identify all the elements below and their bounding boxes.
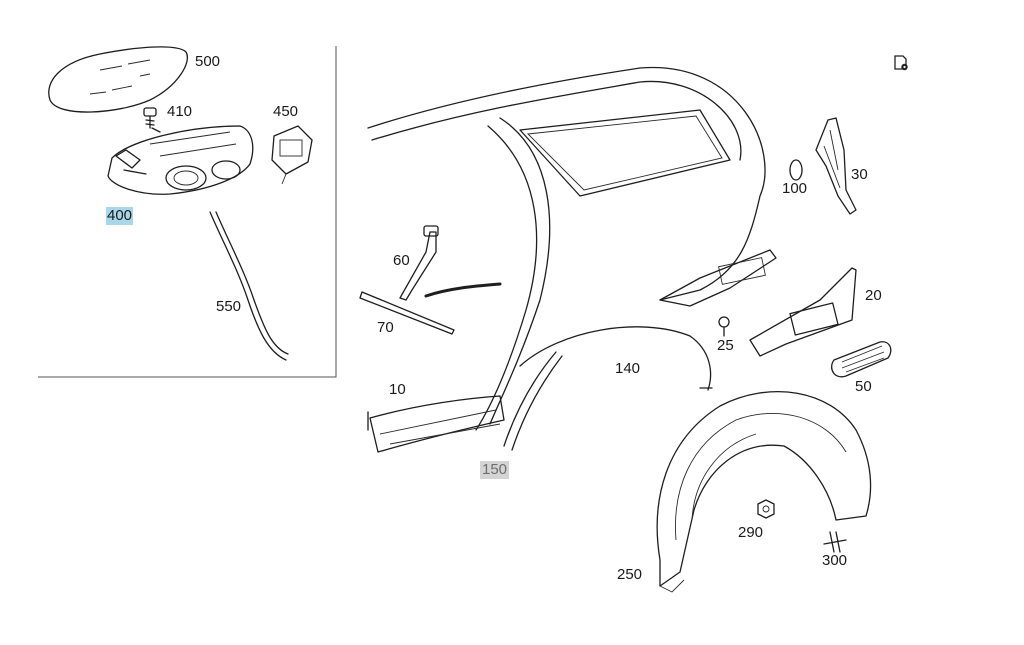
part-10-side-panel [367, 66, 766, 453]
label-25: 25 [717, 337, 734, 354]
part-50-vent [831, 341, 892, 378]
document-settings-icon[interactable] [892, 54, 910, 72]
label-400: 400 [106, 207, 134, 225]
label-550: 550 [216, 298, 242, 315]
label-20: 20 [865, 287, 882, 304]
label-50: 50 [855, 378, 872, 395]
label-300: 300 [822, 552, 848, 569]
part-250-wheel-liner [656, 390, 872, 593]
label-70: 70 [377, 319, 394, 336]
label-290: 290 [738, 524, 764, 541]
part-410-screw [143, 107, 161, 133]
label-30: 30 [851, 166, 868, 183]
part-300-clip [823, 531, 847, 553]
part-290-nut [757, 499, 775, 519]
label-10: 10 [389, 381, 406, 398]
part-450-actuator [271, 125, 313, 185]
part-500-fuel-door [48, 46, 188, 113]
inset-frame [38, 46, 337, 378]
label-140: 140 [615, 360, 641, 377]
label-100: 100 [782, 180, 808, 197]
part-60-70-strut [359, 225, 502, 335]
label-450: 450 [273, 103, 299, 120]
label-410: 410 [167, 103, 193, 120]
part-25-clip [718, 316, 730, 337]
part-150-arch-strip [503, 351, 563, 451]
part-30-bracket [815, 117, 857, 215]
label-60: 60 [393, 252, 410, 269]
part-400-filler-housing [107, 125, 254, 195]
part-550-drain-hose [209, 211, 289, 361]
part-140-arch-trim [519, 326, 713, 391]
label-250: 250 [617, 566, 643, 583]
label-500: 500 [195, 53, 221, 70]
part-20-panel [659, 249, 857, 357]
part-100-grommet [789, 159, 803, 181]
label-150: 150 [480, 461, 510, 479]
